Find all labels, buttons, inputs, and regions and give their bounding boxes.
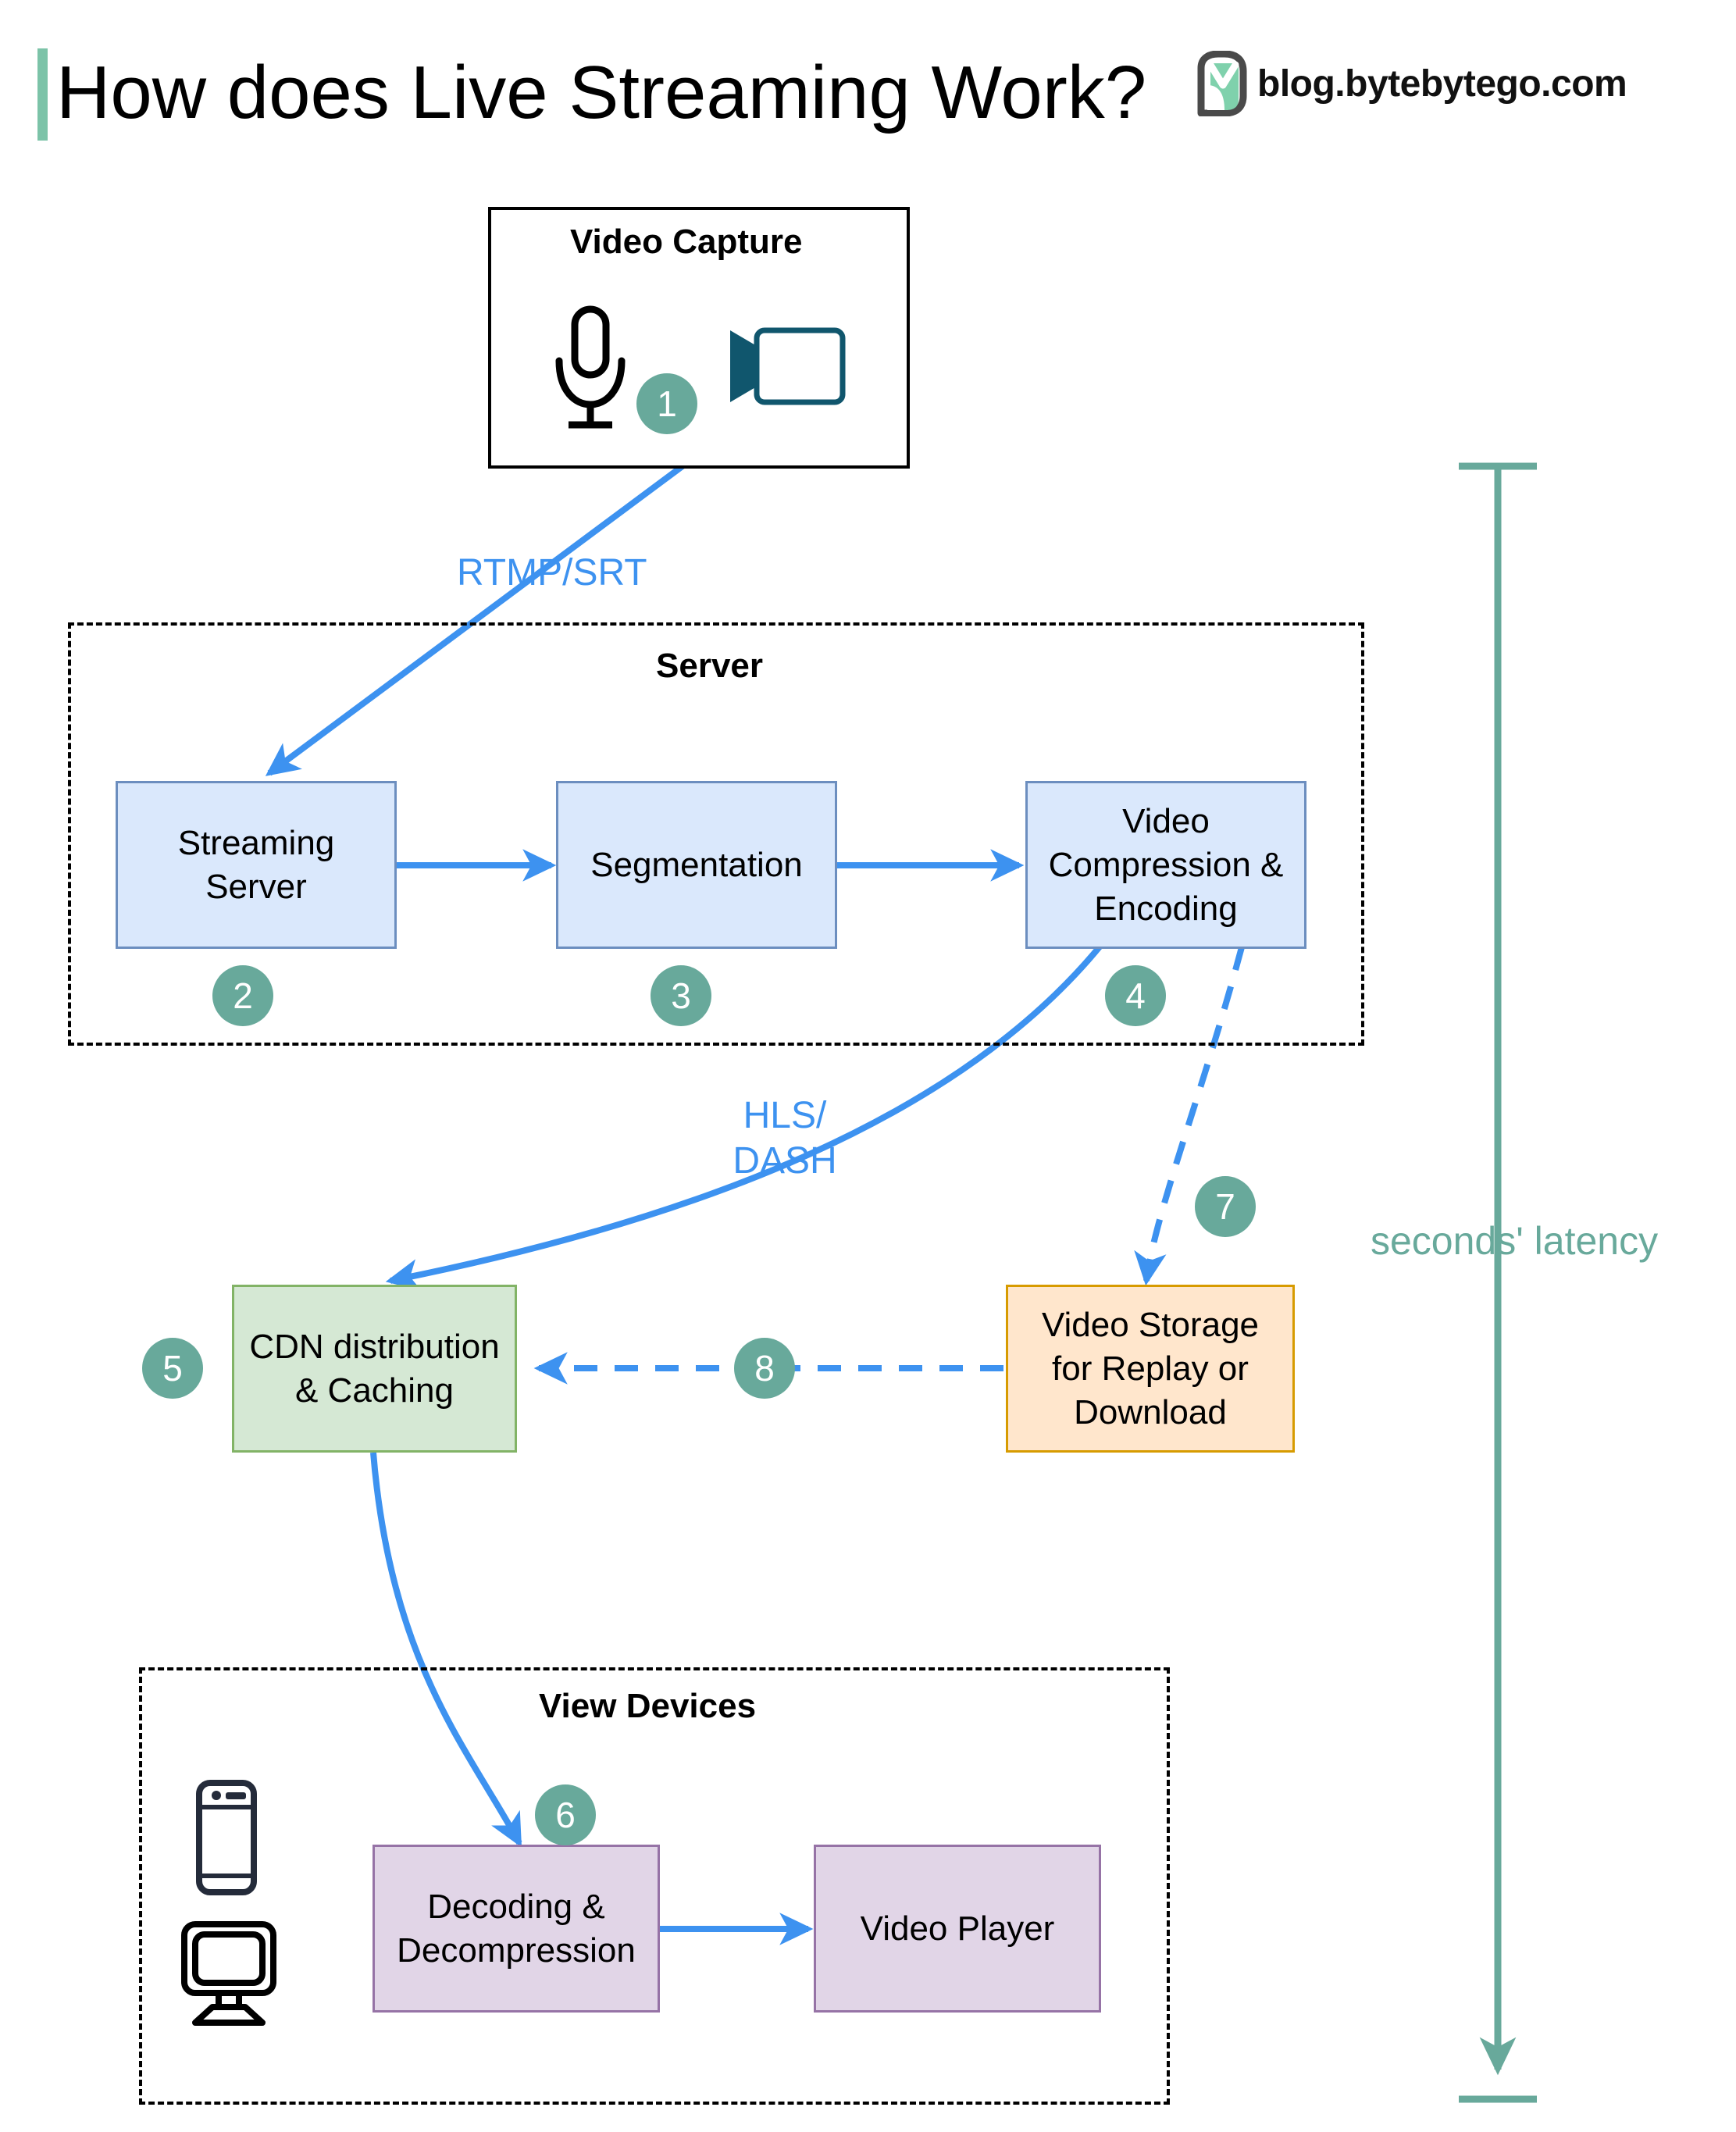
step-badge-5: 5 bbox=[142, 1338, 203, 1399]
step-badge-3: 3 bbox=[651, 965, 711, 1026]
step-badge-1: 1 bbox=[636, 373, 697, 434]
step-badge-4: 4 bbox=[1105, 965, 1166, 1026]
step-badge-6: 6 bbox=[535, 1784, 596, 1845]
server-group-container bbox=[68, 622, 1364, 1046]
desktop-monitor-icon bbox=[178, 1921, 280, 2030]
server-group-label: Server bbox=[656, 647, 764, 685]
brand-watermark: blog.bytebytego.com bbox=[1195, 50, 1627, 117]
node-cdn-distribution[interactable]: CDN distribution & Caching bbox=[232, 1285, 517, 1453]
node-segmentation[interactable]: Segmentation bbox=[556, 781, 837, 949]
edge-label-rtmp-srt: RTMP/SRT bbox=[457, 552, 647, 594]
node-video-player[interactable]: Video Player bbox=[814, 1845, 1101, 2013]
step-badge-7: 7 bbox=[1195, 1176, 1256, 1237]
microphone-icon bbox=[547, 305, 633, 437]
view-devices-group-container bbox=[139, 1667, 1170, 2105]
node-video-compression[interactable]: Video Compression & Encoding bbox=[1025, 781, 1306, 949]
latency-annotation: seconds' latency bbox=[1371, 1219, 1659, 1263]
page-title: How does Live Streaming Work? bbox=[56, 51, 1147, 134]
step-badge-2: 2 bbox=[212, 965, 273, 1026]
node-streaming-server[interactable]: Streaming Server bbox=[116, 781, 397, 949]
bytebytego-logo-icon bbox=[1195, 50, 1249, 117]
brand-text: blog.bytebytego.com bbox=[1257, 62, 1627, 105]
view-devices-group-label: View Devices bbox=[539, 1687, 757, 1725]
video-camera-icon bbox=[722, 324, 847, 414]
mobile-phone-icon bbox=[191, 1779, 262, 1900]
node-video-storage[interactable]: Video Storage for Replay or Download bbox=[1006, 1285, 1295, 1453]
video-capture-label: Video Capture bbox=[570, 223, 803, 261]
node-decoding-decompression[interactable]: Decoding & Decompression bbox=[373, 1845, 660, 2013]
step-badge-8: 8 bbox=[734, 1338, 795, 1399]
title-accent-bar bbox=[37, 48, 48, 141]
edge-label-hls-dash: HLS/ DASH bbox=[733, 1095, 837, 1182]
